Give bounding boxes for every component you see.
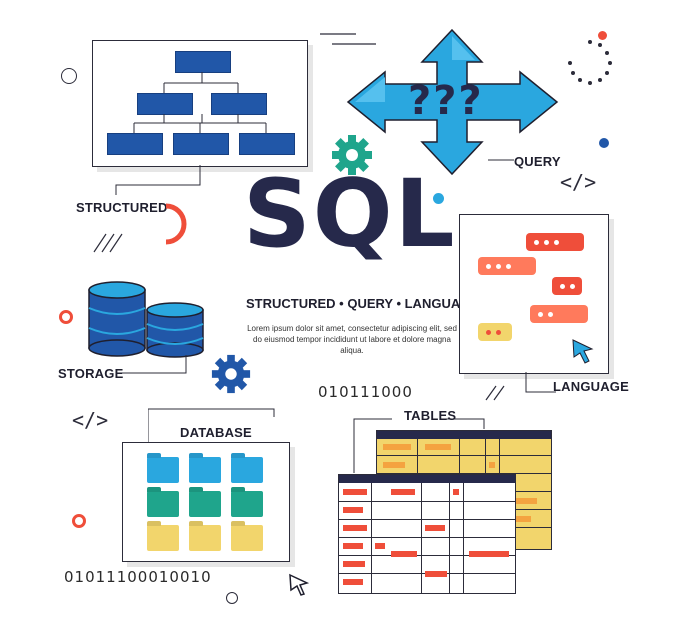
sql-title: SQL bbox=[243, 160, 457, 269]
query-connector bbox=[488, 159, 514, 161]
structured-connector bbox=[115, 165, 201, 195]
code-icon: </> bbox=[560, 170, 597, 194]
hatch-lines-right bbox=[485, 385, 505, 401]
binary-bottom: 01011100010010 bbox=[64, 568, 212, 586]
storage-label: STORAGE bbox=[58, 366, 124, 381]
org-node-bottom-2 bbox=[173, 133, 229, 155]
table-back-header bbox=[377, 431, 551, 439]
database-label: DATABASE bbox=[180, 425, 252, 440]
query-arrows bbox=[346, 28, 559, 176]
cursor-icon-bottom bbox=[289, 573, 310, 596]
chat-bubble-icon bbox=[526, 233, 584, 251]
folder-icon bbox=[231, 457, 263, 483]
question-icon: ??? bbox=[408, 78, 484, 124]
chat-bubble-icon bbox=[478, 323, 512, 341]
structured-panel bbox=[92, 40, 308, 167]
gear-icon-navy bbox=[211, 354, 251, 394]
org-node-bottom-1 bbox=[107, 133, 163, 155]
org-node-bottom-3 bbox=[239, 133, 295, 155]
cursor-icon bbox=[572, 339, 594, 364]
folder-icon bbox=[189, 491, 221, 517]
red-arc bbox=[165, 203, 187, 245]
folder-icon bbox=[189, 457, 221, 483]
blue-dot-right bbox=[599, 138, 609, 148]
ring-bottom bbox=[226, 592, 238, 604]
chat-bubble-icon bbox=[478, 257, 536, 275]
folder-icon bbox=[231, 491, 263, 517]
red-ring-left bbox=[59, 310, 73, 324]
red-ring-bottom-left bbox=[72, 514, 86, 528]
org-node-mid-right bbox=[211, 93, 267, 115]
database-icon bbox=[88, 281, 204, 358]
binary-top: 010111000 bbox=[318, 383, 413, 401]
storage-connector bbox=[116, 355, 187, 374]
org-node-top bbox=[175, 51, 231, 73]
language-panel bbox=[459, 214, 609, 374]
code-icon-left: </> bbox=[72, 408, 109, 432]
structured-label: STRUCTURED bbox=[76, 200, 168, 215]
red-dot-top bbox=[598, 31, 607, 40]
deco-lines-top bbox=[320, 33, 376, 45]
language-connector bbox=[525, 372, 556, 393]
folder-icon bbox=[147, 457, 179, 483]
tables-connector bbox=[353, 418, 485, 473]
gear-icon bbox=[332, 135, 372, 175]
ring-left bbox=[61, 68, 77, 84]
description-text: Lorem ipsum dolor sit amet, consectetur … bbox=[247, 324, 457, 355]
dotted-circle-icon bbox=[568, 40, 612, 85]
table-front-header bbox=[339, 475, 515, 483]
folder-icon bbox=[147, 525, 179, 551]
org-node-mid-left bbox=[137, 93, 193, 115]
language-label: LANGUAGE bbox=[553, 379, 629, 394]
subtitle: STRUCTURED • QUERY • LANGUAGE bbox=[246, 296, 480, 311]
query-label: QUERY bbox=[514, 154, 561, 169]
chat-bubble-icon bbox=[552, 277, 582, 295]
org-connectors bbox=[133, 72, 267, 133]
sky-dot bbox=[433, 193, 444, 204]
hatch-lines-left bbox=[93, 233, 123, 253]
database-panel bbox=[122, 442, 290, 562]
chat-bubble-icon bbox=[530, 305, 588, 323]
table-front bbox=[338, 474, 516, 594]
tables-label: TABLES bbox=[404, 408, 457, 423]
folder-icon bbox=[189, 525, 221, 551]
database-connector bbox=[148, 408, 275, 443]
folder-icon bbox=[147, 491, 179, 517]
folder-icon bbox=[231, 525, 263, 551]
